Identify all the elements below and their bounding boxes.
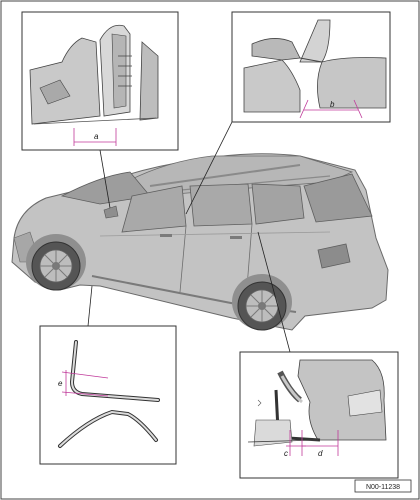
callout-c: c <box>284 449 288 458</box>
leader-lines <box>87 121 291 353</box>
callout-b: b <box>330 100 335 109</box>
rear-wheel <box>237 281 287 331</box>
detail-box-top-right: b <box>231 11 391 123</box>
front-wheel <box>31 241 81 291</box>
callout-d: d <box>318 449 323 458</box>
detail-box-bottom-right: c d <box>239 351 399 479</box>
detail-box-top-left: a <box>21 11 179 151</box>
car-illustration <box>11 153 389 331</box>
callout-e: e <box>58 379 63 388</box>
callout-a: a <box>94 132 99 141</box>
figure-code: N00-11238 <box>366 484 400 491</box>
detail-box-bottom-left: e <box>39 325 177 465</box>
